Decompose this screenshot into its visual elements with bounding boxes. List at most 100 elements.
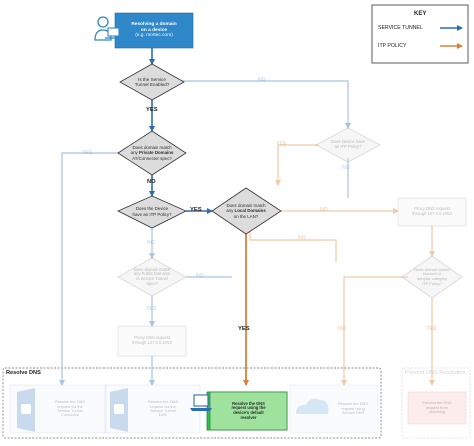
o5-line1: Prevent the DNS [422, 400, 452, 406]
prevent-dns-group [401, 367, 471, 439]
faded-connectors [59, 80, 435, 386]
outcome-service-dns [289, 384, 379, 434]
edge-yes-local: YES [238, 326, 250, 332]
key-legend [371, 4, 469, 64]
o1-line3: Service Tunnel [57, 408, 83, 413]
start-line1: Resolving a domain [131, 22, 177, 28]
o1-line2: request via the [57, 403, 83, 409]
o1-line1: Resolve the DNS [55, 399, 85, 405]
tunnel-enabled-label: Is the Service Tunnel Enabled? [124, 73, 180, 91]
edge-no-private: NO [147, 179, 156, 185]
edge-no-local: NO [320, 207, 328, 213]
proxy-tunnel-line1: Proxy DNS request [134, 335, 170, 341]
decision-itp-policy [117, 195, 187, 229]
private-line1: Does domain match [132, 145, 172, 151]
o2-line2: request via the [150, 403, 176, 409]
user-laptop-icon [94, 16, 121, 41]
itp-right-label: Does Device have an ITP Policy? [322, 137, 374, 153]
key-service-tunnel-label: SERVICE TUNNEL [378, 25, 423, 31]
private-line3: AT/Connector spec? [132, 155, 172, 161]
outcome4-label: Resolve the DNS request using Service DN… [330, 392, 376, 426]
edge-yes-itp: YES [190, 207, 202, 213]
key-title: KEY [414, 11, 427, 17]
outcome2-label: Resolve the DNS request via the Service … [130, 392, 196, 426]
itp-right-line2: an ITP Policy? [334, 144, 362, 149]
o1-line4: Connector [61, 412, 79, 418]
resolve-dns-group [2, 367, 382, 439]
outcome1-label: Resolve the DNS request via the Service … [38, 392, 102, 426]
blocked-line3: denylist category [416, 276, 447, 281]
o3-line2: request using the [231, 405, 266, 411]
public-line2: any Public Domains [133, 271, 171, 277]
proxy-tunnel-label: Proxy DNS request through 127.0.0.1#53 [120, 328, 184, 354]
prevent-dns-title: Prevent DNS Resolution [405, 370, 466, 376]
local-line3: on the LAN? [233, 213, 259, 219]
itp-line1: Does the Device [135, 206, 169, 212]
proxy-right-line1: Proxy DNS request [414, 206, 450, 212]
private-bold: Private Domains [138, 150, 174, 156]
edge-yes-private: YES [82, 150, 93, 156]
edge-no-blocked: NO [338, 326, 346, 332]
decision-public-domains [117, 257, 187, 297]
decision-local-domains [211, 187, 282, 235]
itp-line2: have an ITP Policy? [132, 211, 172, 217]
active-connectors [149, 48, 249, 386]
o2-line3: Service Tunnel [150, 408, 176, 413]
process-proxy-right [397, 197, 467, 227]
edge-no-tunnel: NO [258, 77, 266, 83]
o2-line4: DNS [158, 412, 168, 418]
process-proxy-tunnel [117, 325, 187, 357]
outcome-default-resolver [190, 391, 288, 431]
o3-line4: resolver [240, 414, 257, 420]
blocked-label: Does domain match blocked or denylist ca… [406, 265, 458, 289]
private-domains-label: Does domain match any Private Domains AT… [122, 140, 182, 166]
edge-yes-tunnel: YES [146, 107, 158, 113]
resolve-dns-title: Resolve DNS [6, 370, 41, 376]
start-label: Resolving a domain on a device (e.g. mor… [117, 15, 191, 46]
public-line4: Spec? [146, 280, 158, 286]
itp-right-line1: Does Device have [331, 139, 365, 145]
start-line3: (e.g. mortec.com) [135, 33, 173, 39]
private-line2: any [130, 150, 138, 156]
edge-no-local-lower: NO [298, 235, 306, 241]
local-domains-label: Does domain match any Local Domains on t… [216, 199, 276, 223]
proxy-right-label: Proxy DNS request through 127.0.0.1#53 [400, 200, 464, 224]
public-line1: Does domain match [133, 266, 171, 272]
blocked-line1: Does domain match [414, 266, 450, 272]
outcome-tunnel-dns [104, 384, 201, 434]
o4-line1: Resolve the DNS [338, 401, 368, 407]
edge-no-public: NO [196, 273, 204, 279]
edge-yes-public: YES [146, 306, 157, 312]
proxy-tunnel-line2: through 127.0.0.1#53 [132, 340, 172, 345]
blocked-line4: ITP Policy? [421, 280, 443, 286]
start-node [94, 12, 194, 49]
itp-policy-label: Does the Device have an ITP Policy? [124, 203, 180, 220]
o2-line1: Resolve the DNS [148, 399, 178, 405]
outcome-connector [9, 384, 107, 434]
outcome5-label: Prevent the DNS request from resolving [410, 394, 464, 422]
local-line1: Does domain match [226, 203, 266, 209]
decision-private-domains [117, 130, 187, 176]
laptop-icon [190, 394, 212, 411]
o4-line2: request using [341, 405, 365, 411]
edge-no-itp: NO [147, 240, 155, 246]
public-domains-label: Does domain match any Public Domains in … [122, 265, 182, 289]
o3-line1: Resolve the DNS [232, 400, 265, 406]
edge-yes-itp-right: YES [276, 141, 287, 147]
blocked-line2: blocked or [422, 271, 442, 277]
outcome3-label: Resolve the DNS request using the device… [212, 394, 285, 428]
key-itp-policy-label: ITP POLICY [378, 43, 407, 49]
o5-line3: resolving [429, 409, 445, 415]
local-line2: any [226, 208, 234, 214]
decision-blocked [401, 255, 463, 299]
tunnel-enabled-line2: Tunnel Enabled? [134, 82, 170, 87]
proxy-right-line2: through 127.0.0.1#53 [412, 211, 452, 216]
o5-line2: request from [426, 404, 448, 410]
start-line2: on a device [140, 27, 168, 33]
edge-yes-blocked: YES [426, 326, 437, 332]
local-bold: Local Domains [234, 208, 266, 214]
edge-no-itp-right: NO [342, 165, 350, 171]
decision-tunnel-enabled [119, 63, 185, 101]
